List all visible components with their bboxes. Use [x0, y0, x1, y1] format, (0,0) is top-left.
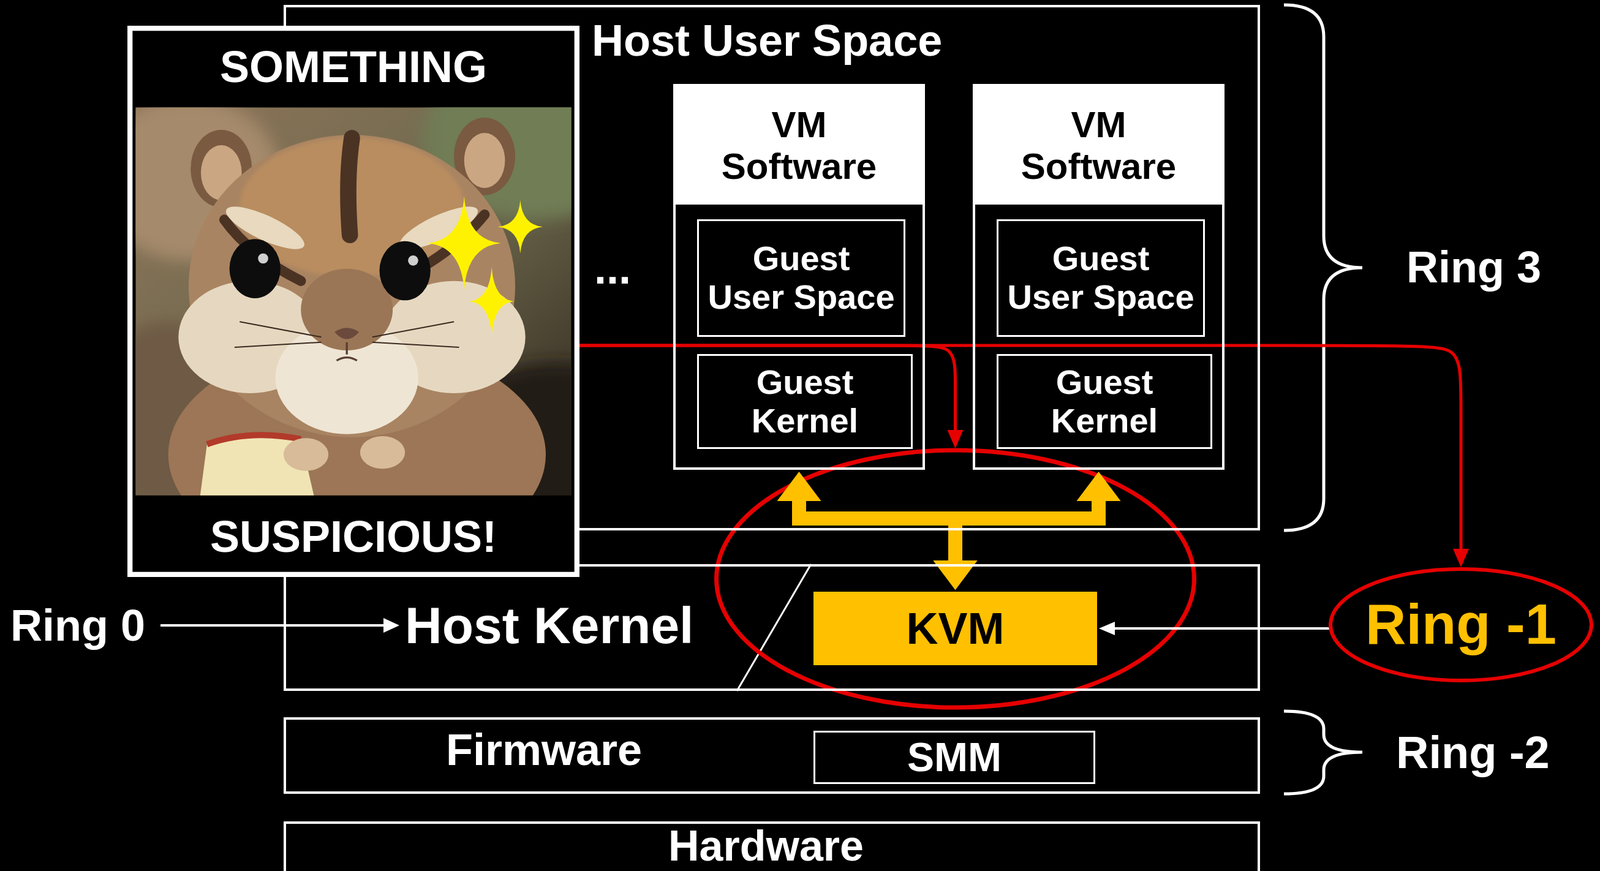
apple-skin: [207, 434, 301, 445]
chipmunk-chin: [275, 321, 419, 434]
meme-caption: SUSPICIOUS!: [210, 511, 497, 563]
arrowhead: [1098, 621, 1115, 636]
node-label: VM Software: [707, 104, 892, 187]
node-label: Ring -1: [1365, 592, 1557, 658]
label-anchor: Ring 3: [1406, 241, 1542, 293]
arrowhead: [1076, 471, 1121, 502]
guest-kernel-box: Guest Kernel: [996, 354, 1213, 450]
guest-user-space-box: Guest User Space: [996, 219, 1205, 337]
vm-exit-arrow: [933, 471, 1121, 590]
meme-panel: SOMETHING SUSPICIOUS!: [127, 25, 580, 578]
connector-line: [955, 501, 1099, 561]
text-line: User Space: [1007, 278, 1194, 317]
node-label: Guest User Space: [1007, 239, 1194, 317]
hypervisor-pointer-arrow: [1098, 621, 1331, 636]
meme-caption: SOMETHING: [219, 41, 487, 93]
node-label: Guest Kernel: [702, 363, 908, 440]
meme-illustration: [127, 25, 580, 578]
highlight-ellipse: [1330, 569, 1592, 681]
chipmunk-paw: [360, 436, 405, 469]
label-anchor: Ring -2: [1396, 726, 1550, 779]
ring-level-label: Ring 3: [1406, 241, 1542, 293]
node-label: SMM: [907, 735, 1002, 780]
photo: [135, 107, 571, 495]
node-label: Hardware: [668, 824, 864, 868]
connector-line: [579, 345, 1461, 549]
hardware-band: Hardware: [283, 821, 1261, 871]
chipmunk-paw: [283, 437, 329, 471]
smm-box: SMM: [813, 730, 1096, 785]
sparkle: [469, 266, 514, 336]
chipmunk-mouth: [336, 342, 358, 361]
node-label: Guest Kernel: [1002, 363, 1207, 440]
connector-line: [799, 501, 956, 561]
chipmunk-eye: [229, 238, 281, 299]
chipmunk-eye: [379, 241, 431, 301]
label-anchor: ...: [594, 243, 631, 295]
node-label: VM Software: [1007, 104, 1191, 187]
node-label: Guest User Space: [707, 239, 895, 317]
arrowhead: [777, 471, 822, 502]
vm-header-band: VM Software: [975, 86, 1223, 205]
divider-line: [736, 564, 812, 691]
vm-software-box: VM SoftwareGuest User SpaceGuest Kernel: [972, 83, 1225, 470]
eye-highlight: [257, 253, 269, 265]
ring-minus-one-ellipse: Ring -1: [1328, 566, 1594, 684]
leader-arrowhead: [383, 618, 400, 633]
arrowhead: [1452, 548, 1469, 568]
chipmunk-ear-inner: [464, 132, 506, 189]
firmware-band: Firmware SMM: [283, 717, 1261, 794]
label-anchor: Ring 0: [10, 600, 146, 652]
highlight-ellipse: [716, 450, 1195, 708]
vm-header-band: VM Software: [675, 86, 923, 205]
eye-highlight: [407, 255, 419, 266]
callout-arrow: [579, 345, 964, 449]
chipmunk-whiskers: [234, 321, 460, 348]
ring-brace: [1283, 711, 1363, 794]
text-line: User Space: [707, 278, 895, 317]
ring-level-label: Ring 0: [10, 600, 146, 652]
sparkle: [427, 196, 502, 290]
chipmunk-stripe: [348, 137, 353, 235]
guest-user-space-box: Guest User Space: [697, 219, 906, 337]
node-label: KVM: [906, 603, 1005, 654]
chipmunk-snout: [300, 268, 393, 351]
sparkle: [498, 200, 543, 254]
ellipsis-label: ...: [594, 243, 631, 295]
kvm-module-box: KVM: [813, 591, 1098, 666]
callout-arrow: [579, 345, 1469, 568]
connector-line: [1114, 627, 1331, 630]
leader-line: [160, 624, 385, 627]
node-label: Firmware: [445, 724, 642, 776]
node-label: Host User Space: [591, 15, 943, 67]
ring-brace: [1283, 4, 1363, 531]
host-kernel-band: Host Kernel KVM: [283, 564, 1261, 691]
text-line: Guest: [707, 239, 895, 279]
text-line: Guest: [1007, 239, 1194, 279]
node-label: Host Kernel: [404, 596, 694, 656]
guest-kernel-box: Guest Kernel: [697, 354, 913, 450]
chipmunk-nose: [334, 327, 359, 339]
ring-level-label: Ring -2: [1396, 726, 1550, 779]
vm-exit-arrow: [777, 471, 978, 590]
arrowhead: [947, 430, 964, 449]
vm-software-box: VM SoftwareGuest User SpaceGuest Kernel: [673, 83, 925, 470]
